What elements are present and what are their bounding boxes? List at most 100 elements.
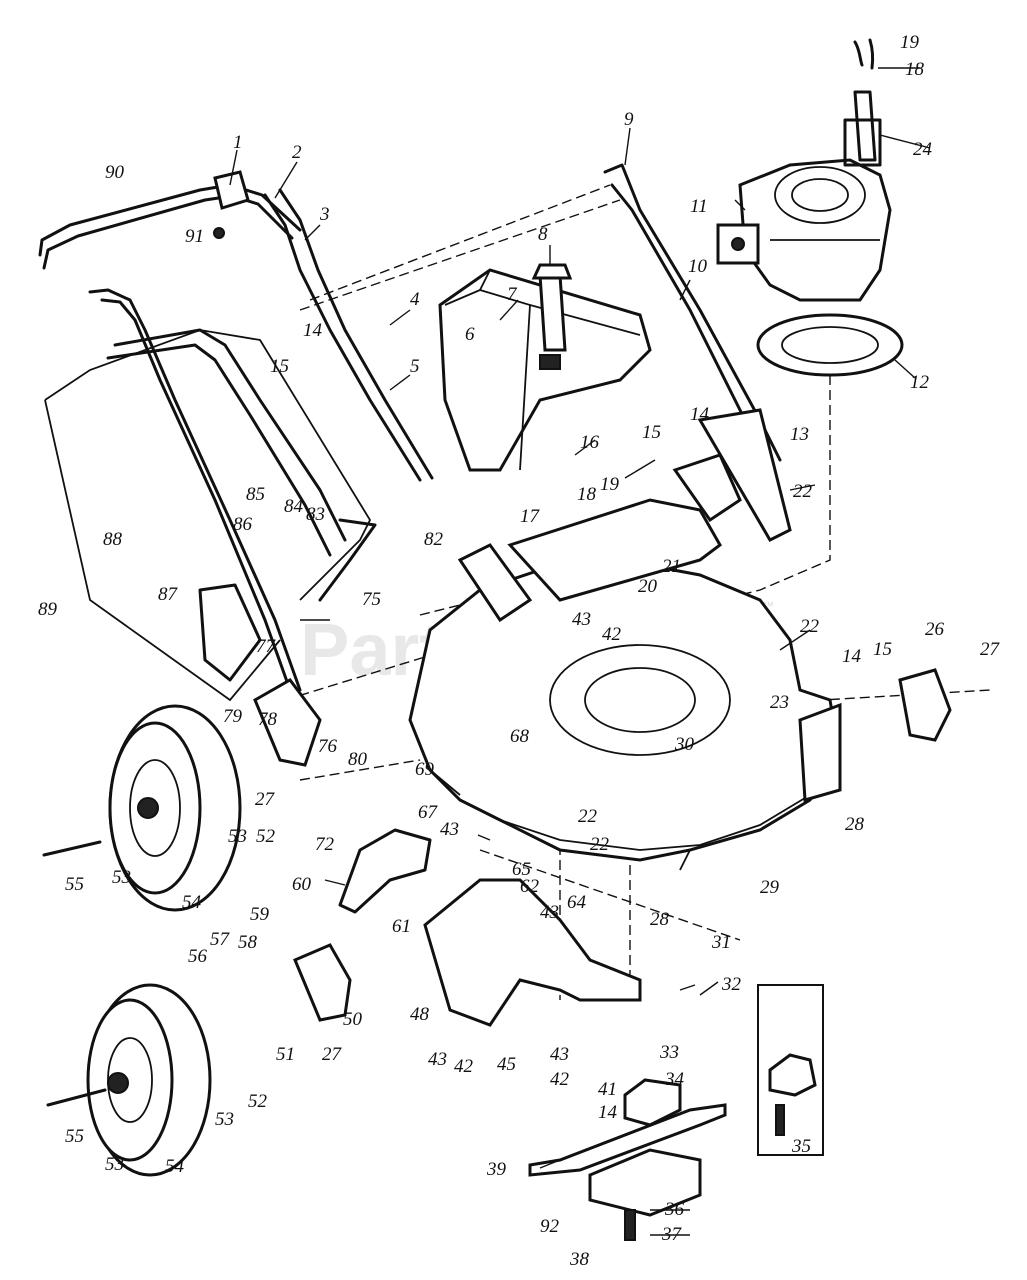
callout-14c: 14: [842, 646, 862, 667]
grass-bag: [44, 328, 377, 702]
wheel-upper: [42, 704, 242, 912]
callout-88: 88: [103, 529, 123, 550]
callout-29: 29: [760, 877, 780, 898]
callout-9: 9: [624, 109, 634, 130]
callout-2: 2: [292, 142, 302, 163]
callout-33: 33: [659, 1042, 679, 1063]
callout-79: 79: [223, 706, 243, 727]
callout-24: 24: [913, 139, 933, 160]
callout-65: 65: [512, 859, 531, 880]
callout-78: 78: [258, 709, 278, 730]
handle-assembly: [38, 170, 434, 692]
callout-28b: 28: [650, 909, 670, 930]
callout-52a: 52: [256, 826, 276, 847]
callout-90: 90: [105, 162, 125, 183]
callout-34: 34: [664, 1069, 685, 1090]
discharge-chute: [338, 828, 642, 1027]
callout-27a: 27: [980, 639, 1001, 660]
callout-7: 7: [507, 284, 518, 305]
callout-48: 48: [410, 1004, 430, 1025]
callout-22c: 22: [578, 806, 598, 827]
callout-43a: 43: [572, 609, 591, 630]
callout-1: 1: [233, 132, 243, 153]
callout-30: 30: [674, 734, 695, 755]
callout-15c: 15: [873, 639, 892, 660]
callout-5: 5: [410, 356, 420, 377]
callout-89: 89: [38, 599, 58, 620]
callouts: 1 2 3 4 5 6 7 8 9 10 11 12 13 14 14 14 1…: [38, 32, 1001, 1270]
callout-53c: 53: [215, 1109, 234, 1130]
callout-43e: 43: [550, 1044, 569, 1065]
rear-height-adjuster: [798, 668, 952, 802]
callout-58: 58: [238, 932, 258, 953]
callout-41: 41: [598, 1079, 617, 1100]
callout-32: 32: [721, 974, 742, 995]
callout-54a: 54: [182, 892, 202, 913]
callout-35: 35: [791, 1136, 811, 1157]
callout-14d: 14: [598, 1102, 618, 1123]
callout-91: 91: [185, 226, 204, 247]
callout-4: 4: [410, 289, 420, 310]
callout-14a: 14: [303, 320, 323, 341]
callout-22a: 22: [793, 481, 813, 502]
callout-42b: 42: [454, 1056, 474, 1077]
callout-26: 26: [925, 619, 945, 640]
handle-brace: [603, 163, 792, 542]
callout-55a: 55: [65, 874, 84, 895]
callout-55b: 55: [65, 1126, 84, 1147]
callout-72: 72: [315, 834, 335, 855]
height-adjuster-left: [253, 678, 352, 1022]
callout-13: 13: [790, 424, 809, 445]
leader-lines: [229, 67, 931, 1236]
callout-61: 61: [392, 916, 411, 937]
callout-12: 12: [910, 372, 930, 393]
callout-16: 16: [580, 432, 600, 453]
engine-adapter-ring: [756, 313, 904, 377]
callout-43c: 43: [540, 902, 559, 923]
wheel-lower: [46, 983, 212, 1177]
fuel-tank: [438, 263, 652, 472]
callout-53d: 53: [105, 1154, 124, 1175]
callout-3: 3: [319, 204, 330, 225]
callout-37: 37: [661, 1224, 683, 1245]
callout-6: 6: [465, 324, 475, 345]
callout-92: 92: [540, 1216, 560, 1237]
callout-84: 84: [284, 496, 304, 517]
callout-27b: 27: [255, 789, 276, 810]
callout-36: 36: [664, 1199, 685, 1220]
callout-22d: 22: [590, 834, 610, 855]
blade-assembly: [528, 1078, 727, 1241]
callout-42c: 42: [550, 1069, 570, 1090]
callout-67: 67: [418, 802, 439, 823]
callout-57: 57: [210, 929, 231, 950]
callout-62: 62: [520, 876, 540, 897]
callout-82: 82: [424, 529, 444, 550]
callout-27c: 27: [322, 1044, 343, 1065]
callout-59: 59: [250, 904, 270, 925]
callout-22b: 22: [800, 616, 820, 637]
callout-53a: 53: [228, 826, 247, 847]
inset-detail-box: [757, 984, 824, 1156]
callout-60: 60: [292, 874, 312, 895]
callout-17: 17: [520, 506, 541, 527]
callout-11: 11: [690, 196, 708, 217]
callout-52b: 52: [248, 1091, 268, 1112]
callout-75: 75: [362, 589, 381, 610]
callout-43b: 43: [440, 819, 459, 840]
callout-39: 39: [486, 1159, 507, 1180]
callout-86: 86: [233, 514, 253, 535]
callout-45: 45: [497, 1054, 516, 1075]
callout-28a: 28: [845, 814, 865, 835]
callout-8: 8: [538, 224, 548, 245]
callout-19a: 19: [900, 32, 920, 53]
callout-83: 83: [306, 504, 325, 525]
callout-19b: 19: [600, 474, 620, 495]
callout-18b: 18: [577, 484, 597, 505]
callout-14b: 14: [690, 404, 710, 425]
callout-56: 56: [188, 946, 208, 967]
deck-support-plate: [507, 453, 742, 602]
callout-10: 10: [688, 256, 708, 277]
callout-68: 68: [510, 726, 530, 747]
